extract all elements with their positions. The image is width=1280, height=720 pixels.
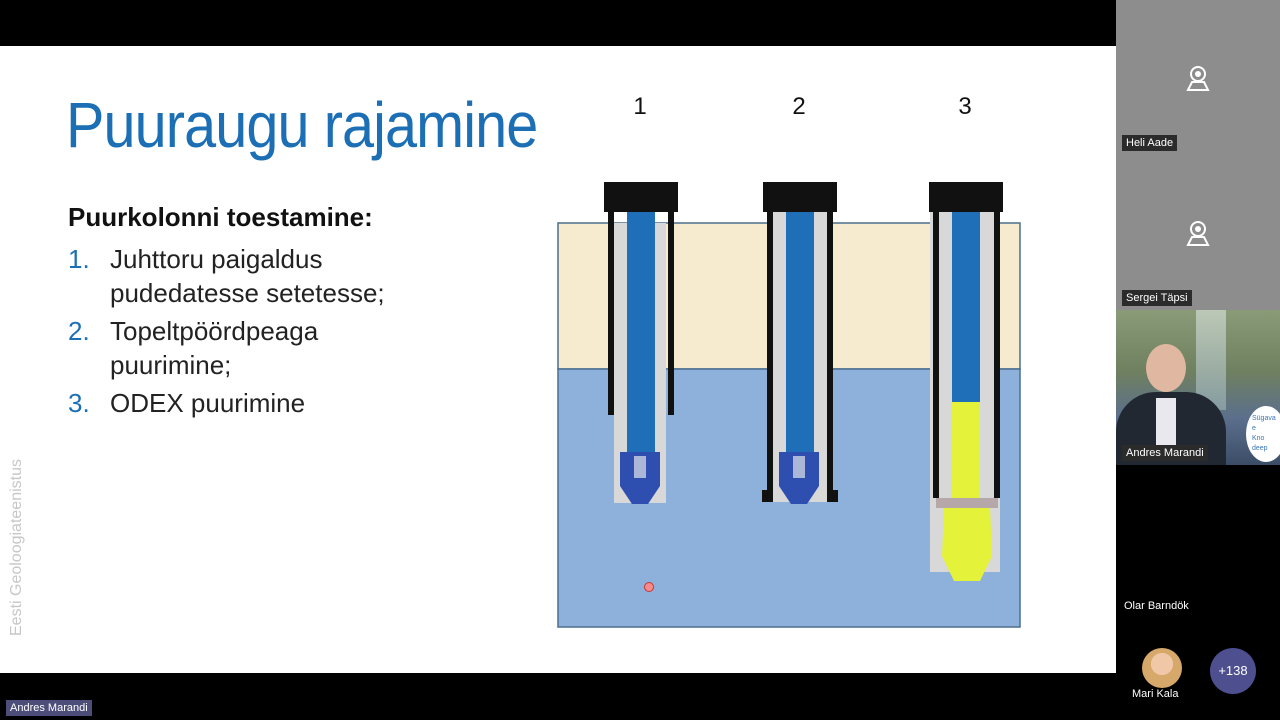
presentation-slide: Puuraugu rajamine Puurkolonni toestamine… bbox=[0, 46, 1116, 673]
list-number: 2. bbox=[68, 316, 90, 346]
list-number: 3. bbox=[68, 388, 90, 418]
video-person-head bbox=[1146, 344, 1186, 392]
laser-pointer-icon bbox=[644, 582, 654, 592]
diagram-label-2: 2 bbox=[792, 93, 805, 120]
video-background bbox=[1196, 310, 1226, 410]
drill-column-3 bbox=[929, 182, 1003, 581]
diagram-label-1: 1 bbox=[633, 93, 646, 120]
participant-name: Andres Marandi bbox=[1122, 445, 1208, 461]
list-text: Topeltpöördpeaga puurimine; bbox=[110, 316, 319, 380]
shared-screen: Puuraugu rajamine Puurkolonni toestamine… bbox=[0, 46, 1116, 716]
participants-panel: Heli Aade Sergei Täpsi Sügava e Kno deep… bbox=[1116, 0, 1280, 720]
more-participants-button[interactable]: +138 bbox=[1210, 648, 1256, 694]
drilling-diagram: 1 2 3 bbox=[540, 86, 1040, 646]
slide-title: Puuraugu rajamine bbox=[66, 89, 538, 161]
slide-heading: Puurkolonni toestamine: bbox=[68, 202, 373, 232]
list-text: ODEX puurimine bbox=[110, 388, 306, 418]
list-item: 3. ODEX puurimine bbox=[68, 386, 488, 420]
participant-tile[interactable]: Olar Barndök bbox=[1116, 465, 1280, 620]
list-item: 2. Topeltpöördpeaga puurimine; bbox=[68, 314, 488, 382]
participant-name: Heli Aade bbox=[1122, 135, 1178, 151]
presenter-name-tag: Andres Marandi bbox=[6, 700, 92, 716]
drill-column-1 bbox=[604, 182, 678, 504]
camera-off-icon bbox=[1182, 217, 1214, 249]
drill-column-2 bbox=[762, 182, 838, 504]
slide-list: 1. Juhttoru paigaldus pudedatesse setete… bbox=[68, 242, 488, 424]
camera-off-icon bbox=[1182, 62, 1214, 94]
drilling-diagram-svg: 1 2 3 bbox=[557, 93, 1021, 628]
participant-video-tile[interactable]: Sügava e Kno deep Andres Marandi bbox=[1116, 310, 1280, 465]
participant-tile[interactable]: Heli Aade bbox=[1116, 0, 1280, 155]
participant-tile[interactable]: Sergei Täpsi bbox=[1116, 155, 1280, 310]
list-number: 1. bbox=[68, 244, 90, 274]
video-sign: Sügava e Kno deep bbox=[1246, 406, 1280, 462]
list-item: 1. Juhttoru paigaldus pudedatesse setete… bbox=[68, 242, 488, 310]
list-text: Juhttoru paigaldus pudedatesse setetesse… bbox=[110, 244, 385, 308]
vertical-credit: Eesti Geoloogiateenistus bbox=[8, 459, 25, 636]
participant-name: Mari Kala bbox=[1132, 688, 1179, 700]
video-person-shirt bbox=[1156, 398, 1176, 458]
participant-name: Sergei Täpsi bbox=[1122, 290, 1192, 306]
diagram-label-3: 3 bbox=[958, 93, 971, 120]
participant-avatar[interactable] bbox=[1142, 648, 1182, 688]
participant-name: Olar Barndök bbox=[1124, 600, 1189, 612]
